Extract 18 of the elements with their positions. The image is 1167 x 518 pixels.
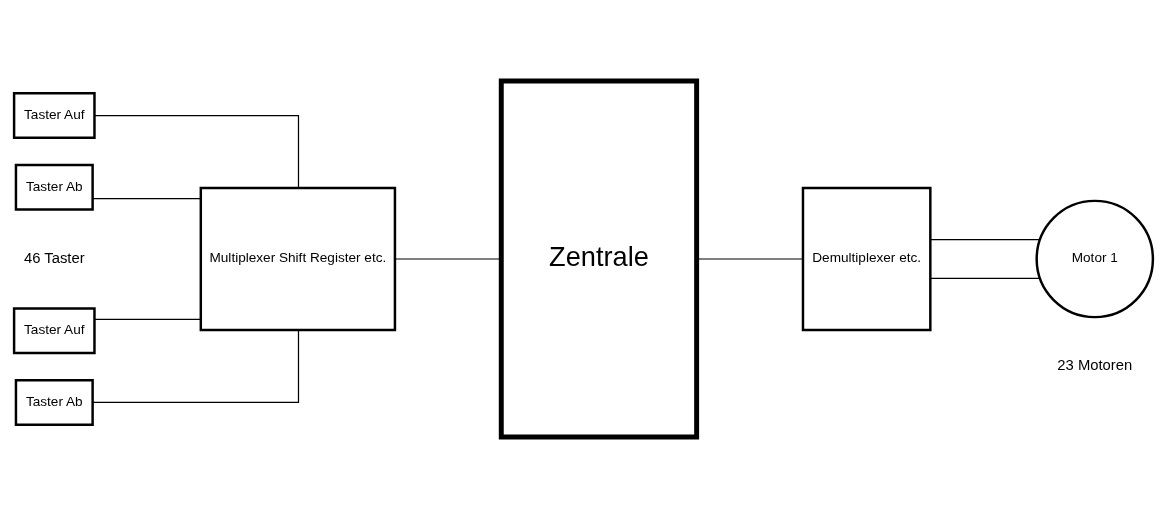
node-box: Taster Auf	[12, 92, 96, 140]
label: 46 Taster	[23, 249, 85, 266]
connector	[92, 198, 202, 200]
connector	[92, 329, 300, 404]
connector	[94, 114, 300, 189]
node-box: Multiplexer Shift Register etc.	[199, 186, 397, 332]
node-box: Zentrale	[498, 78, 700, 440]
connector	[930, 239, 1041, 241]
node-circle: Motor 1	[1035, 199, 1155, 319]
connector	[93, 318, 202, 320]
connector	[394, 258, 502, 260]
node-box: Taster Ab	[14, 163, 94, 211]
node-box: Demultiplexer etc.	[801, 186, 932, 332]
label: 23 Motoren	[1057, 357, 1133, 374]
node-box: Taster Auf	[12, 307, 96, 355]
connector	[696, 258, 804, 260]
connector	[930, 277, 1041, 279]
node-box: Taster Ab	[14, 378, 94, 426]
